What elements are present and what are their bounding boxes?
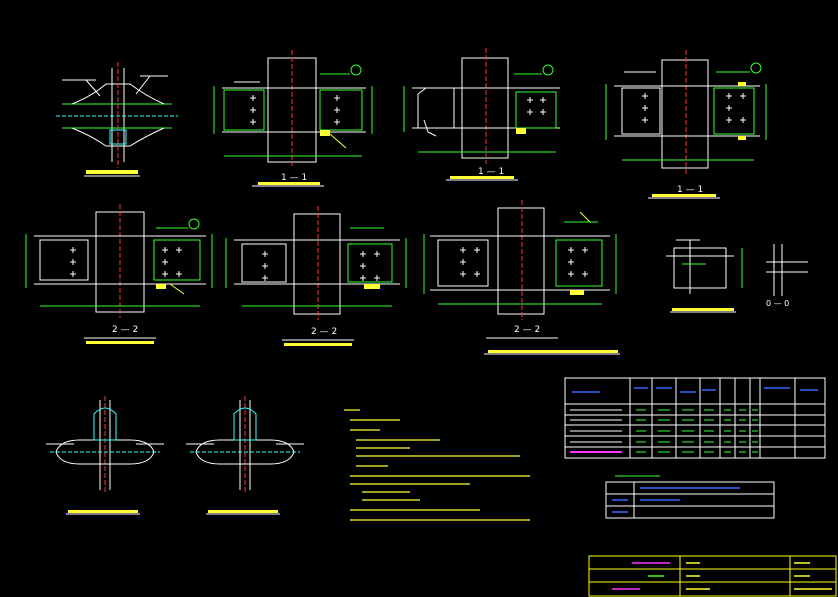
detail-2-2-a: 2 — 2: [25, 204, 213, 344]
detail-2-2-b: 2 — 2: [225, 206, 407, 346]
section-label: 1 — 1: [478, 167, 504, 177]
parameter-table: [564, 377, 826, 459]
notes-block: [344, 409, 530, 521]
section-label: 2 — 2: [112, 325, 138, 335]
detail-2-2-c: 2 — 2: [423, 200, 620, 355]
section-label: 1 — 1: [677, 185, 703, 195]
section-label: 2 — 2: [311, 327, 337, 337]
haunch-details-bottom: [46, 396, 304, 515]
section-label: 1 — 1: [281, 173, 307, 183]
section-label: 2 — 2: [514, 325, 540, 335]
detail-1-1-a: 1 — 1: [213, 50, 373, 187]
section-label: 0 — 0: [766, 299, 789, 308]
small-detail-right: 0 — 0: [666, 239, 808, 313]
legend-box: [605, 475, 775, 519]
node-detail-top-left: [56, 62, 178, 177]
detail-1-1-b: 1 — 1: [403, 48, 560, 181]
title-block: [588, 555, 837, 597]
detail-1-1-c: 1 — 1: [605, 50, 767, 199]
